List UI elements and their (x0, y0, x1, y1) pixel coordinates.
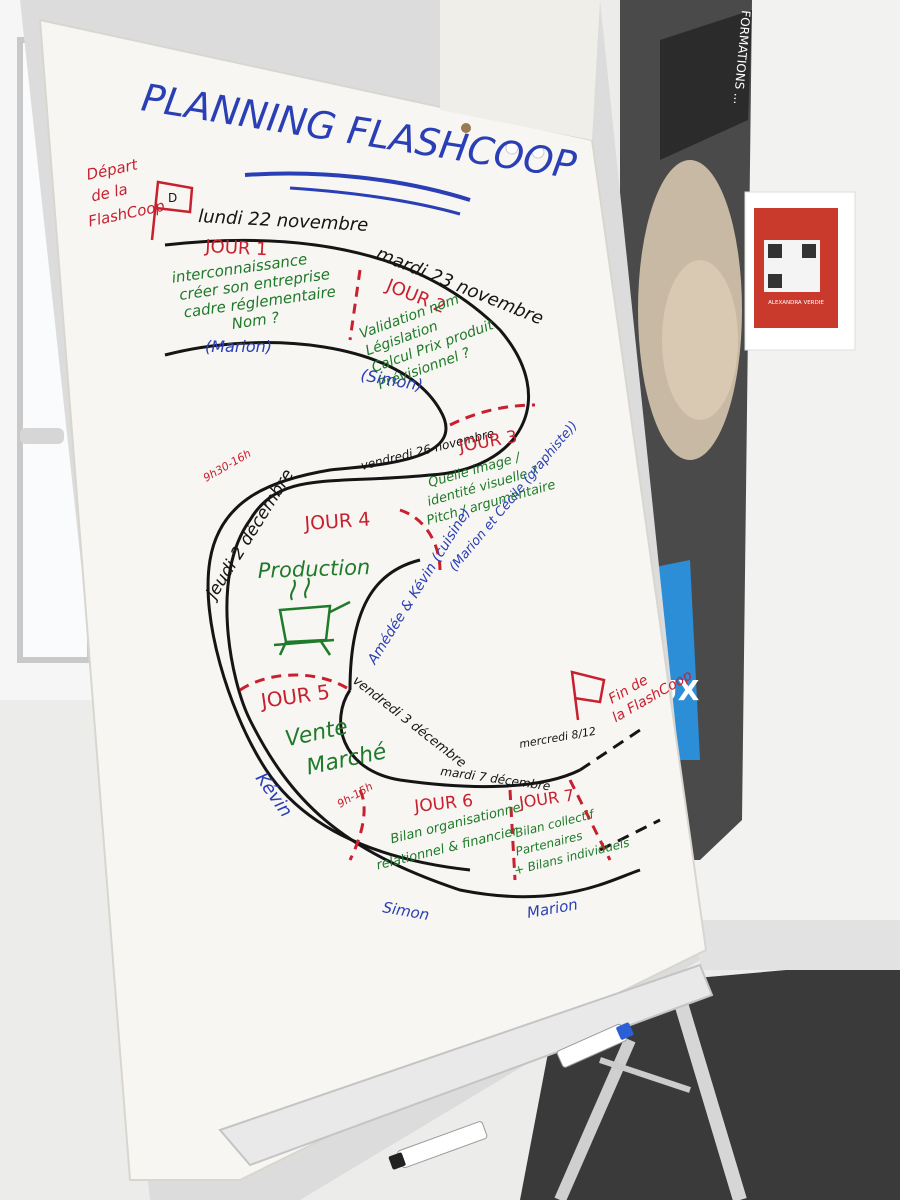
cooking-pot-icon (273, 577, 351, 656)
road-edge-inner (164, 341, 471, 872)
window-handle (20, 428, 64, 444)
end-flag-icon (570, 670, 606, 721)
portrait-face (662, 260, 738, 420)
marker-black[interactable] (388, 1121, 488, 1172)
road-edge-outer (164, 238, 641, 899)
paper-clip-screw (461, 123, 471, 133)
svg-text:D: D (168, 191, 177, 205)
day-1-jour: JOUR 1 (204, 236, 268, 260)
qr-sign-caption: ALEXANDRA VERDIE (768, 300, 824, 306)
day-4-jour: JOUR 4 (303, 508, 371, 535)
marker-blue[interactable] (556, 1020, 635, 1068)
baseboard (700, 920, 900, 970)
marker-tray (218, 963, 714, 1167)
day-4-task: Production (257, 555, 370, 583)
easel-leg-right (673, 997, 747, 1200)
day-1-lead: (Marion) (205, 337, 272, 356)
start-flag-icon (150, 180, 194, 241)
day-1: lundi 22 novembre JOUR 1 interconnaissan… (171, 206, 369, 356)
